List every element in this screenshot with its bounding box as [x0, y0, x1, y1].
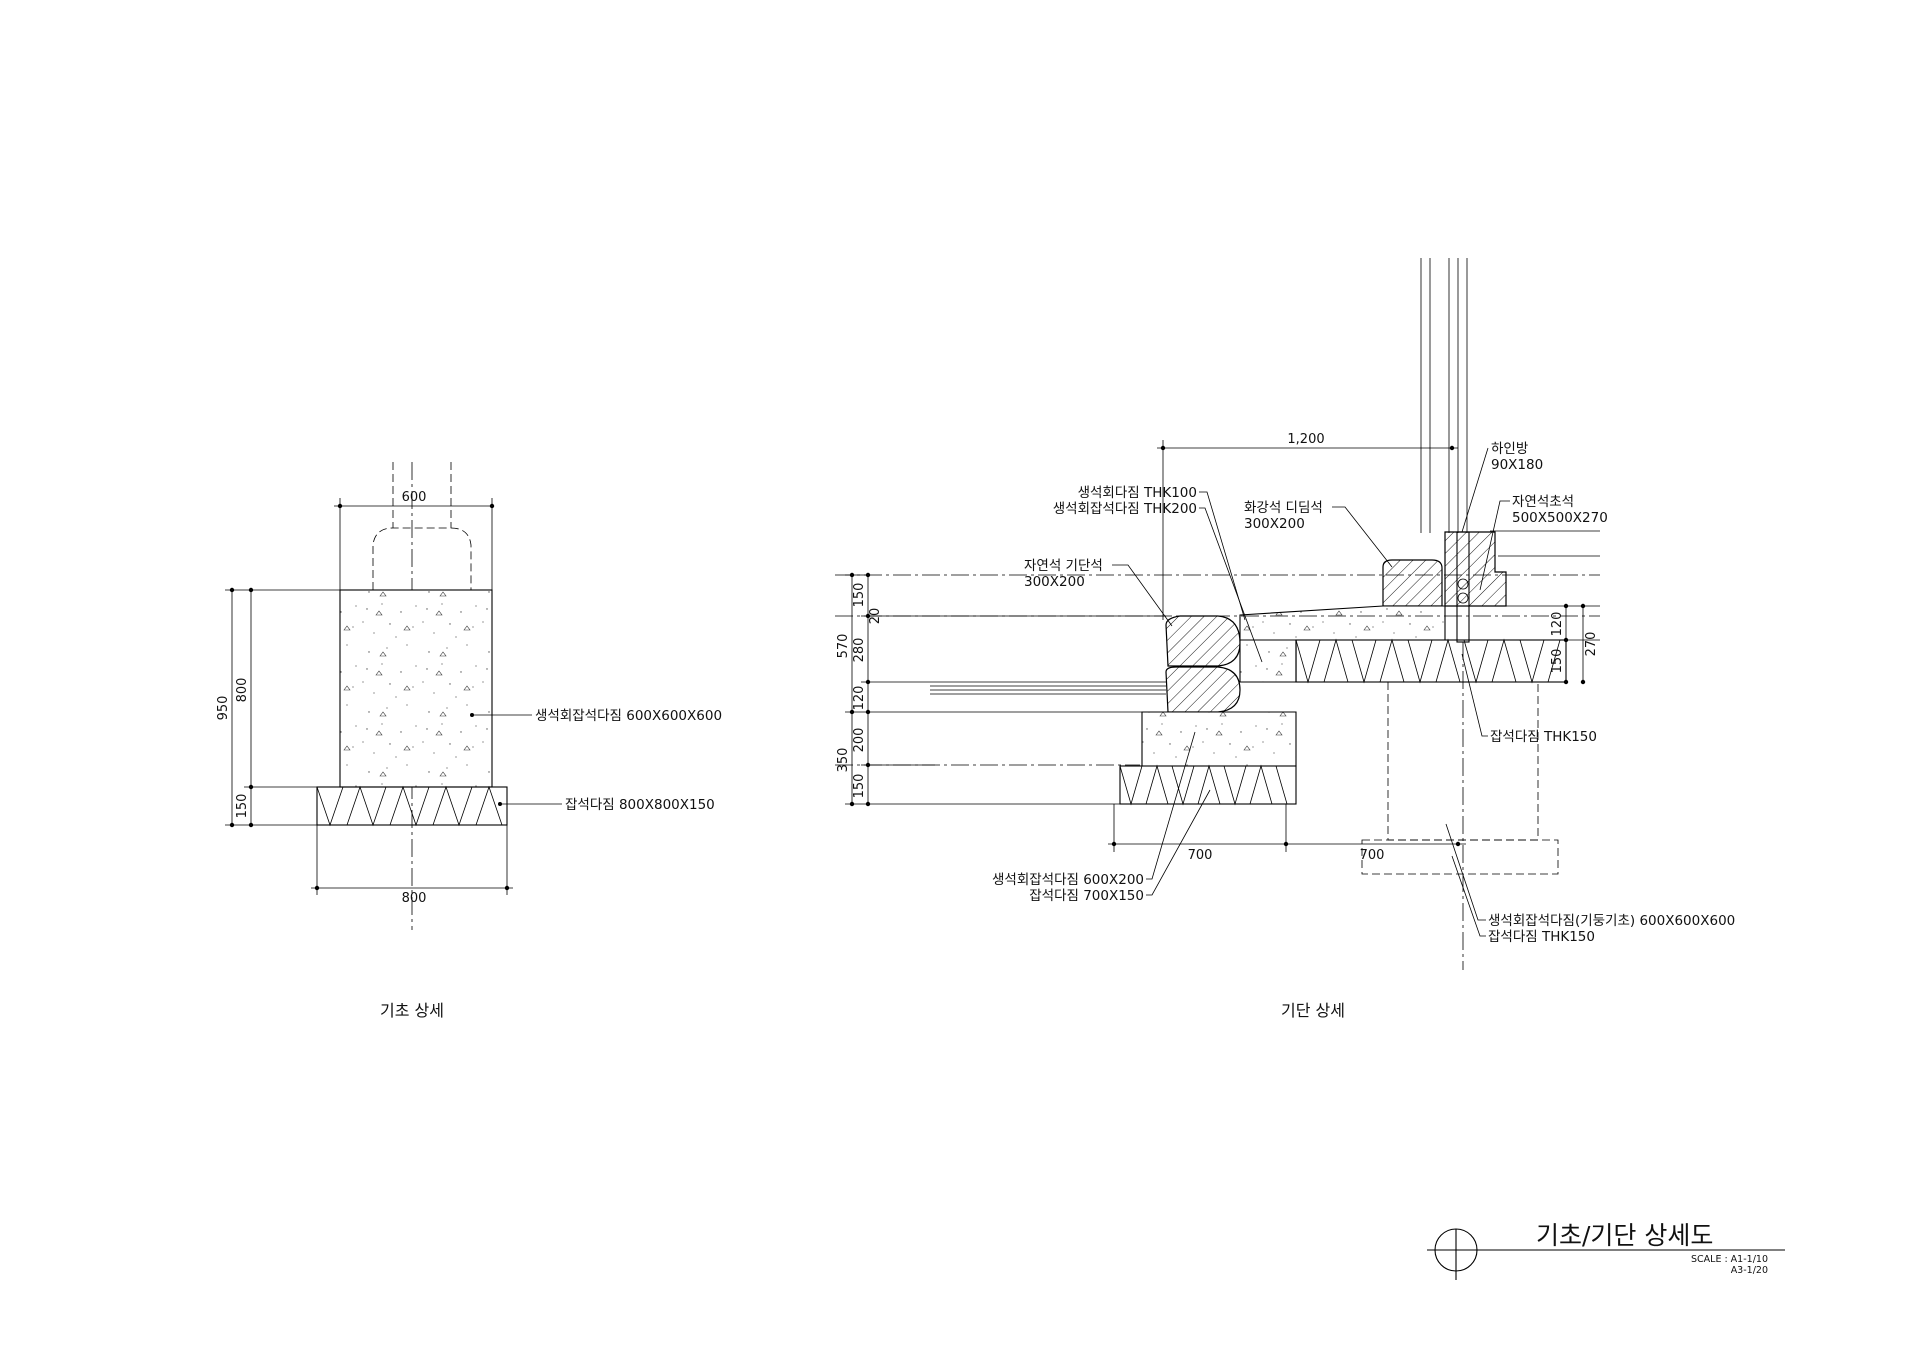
label-granite-size: 300X200 — [1244, 516, 1305, 532]
column-lines — [1420, 258, 1468, 533]
dim-700-right: 700 — [1360, 848, 1385, 863]
plinth-detail-title: 기단 상세 — [1281, 1001, 1345, 1020]
column-base-outline — [372, 527, 472, 590]
label-gravel: 잡석다짐 800X800X150 — [565, 797, 715, 813]
dim-150-right: 150 — [1550, 649, 1565, 674]
gravel-thk150-upper — [1295, 639, 1567, 683]
foundation-detail-title: 기초 상세 — [380, 1001, 444, 1020]
lime-gravel-600x200 — [1141, 711, 1297, 767]
label-natural-stone-name: 자연석 기단석 — [1024, 558, 1103, 574]
lime-gravel-block — [339, 589, 493, 788]
plinth-detail: 1,200 — [835, 258, 1735, 1020]
label-lintel-size: 90X180 — [1491, 457, 1543, 473]
granite-step-stone — [1382, 559, 1443, 607]
label-base-stone-name: 자연석초석 — [1512, 494, 1574, 510]
scale-line1: SCALE : A1-1/10 — [1691, 1254, 1768, 1265]
label-lime-gravel: 생석회잡석다짐 600X600X600 — [535, 708, 722, 724]
drawing-title: 기초/기단 상세도 — [1536, 1221, 1713, 1250]
label-granite-name: 화강석 디딤석 — [1244, 500, 1323, 516]
step-lines — [930, 681, 1166, 695]
title-block: 기초/기단 상세도 SCALE : A1-1/10 A3-1/20 — [1427, 1221, 1785, 1280]
label-natural-stone-size: 300X200 — [1024, 574, 1085, 590]
dim-150-lower: 150 — [235, 794, 250, 819]
label-lime-gravel-600x200: 생석회잡석다짐 600X200 — [992, 872, 1144, 888]
label-gravel-700x150: 잡석다짐 700X150 — [1029, 888, 1144, 904]
gravel-base — [316, 786, 508, 826]
dim-570: 570 — [836, 634, 851, 659]
dim-200: 200 — [852, 728, 867, 753]
foundation-detail: 600 800 950 800 150 생석회잡석다짐 600X600X600 … — [216, 462, 722, 1020]
dim-600: 600 — [402, 490, 427, 505]
label-gravel-thk150-a: 잡석다짐 THK150 — [1490, 729, 1597, 745]
dim-700-left: 700 — [1188, 848, 1213, 863]
dim-150-a: 150 — [852, 583, 867, 608]
gravel-700x150 — [1119, 765, 1297, 805]
dim-150-b: 150 — [852, 774, 867, 799]
dim-280: 280 — [852, 638, 867, 663]
dim-270: 270 — [1584, 632, 1599, 657]
natural-plinth-stone-lower — [1165, 666, 1241, 713]
dim-350: 350 — [836, 748, 851, 773]
label-gravel-thk150-b: 잡석다짐 THK150 — [1488, 929, 1595, 945]
natural-base-stone — [1444, 531, 1507, 607]
scale-line2: A3-1/20 — [1731, 1265, 1768, 1276]
natural-plinth-stone-upper — [1165, 615, 1241, 667]
label-lime-thk100: 생석회다짐 THK100 — [1078, 485, 1197, 501]
dim-120-left: 120 — [852, 686, 867, 711]
dim-800-upper: 800 — [235, 678, 250, 703]
column-footing-gravel-outline — [1361, 839, 1559, 875]
dim-800-bottom: 800 — [402, 891, 427, 906]
label-column-footing: 생석회잡석다짐(기둥기초) 600X600X600 — [1488, 913, 1735, 929]
gravel-pattern — [316, 785, 503, 827]
column-outline — [392, 462, 452, 528]
label-lime-gravel-thk200: 생석회잡석다짐 THK200 — [1053, 501, 1197, 517]
lime-layer-thk100 — [1239, 605, 1446, 641]
dim-1200: 1,200 — [1287, 432, 1324, 447]
label-base-stone-size: 500X500X270 — [1512, 510, 1608, 526]
label-lintel-name: 하인방 — [1491, 441, 1528, 457]
dim-120-right: 120 — [1550, 612, 1565, 637]
dim-20: 20 — [868, 608, 883, 625]
dim-950: 950 — [216, 696, 231, 721]
